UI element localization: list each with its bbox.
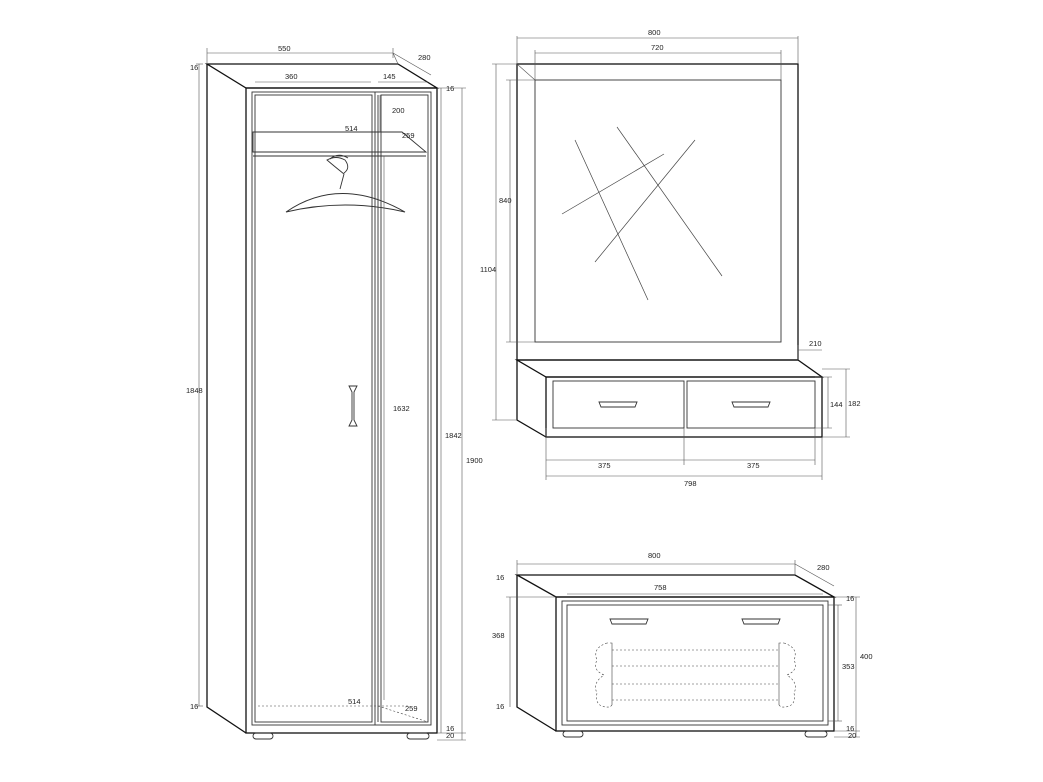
wardrobe-side-width-dim: 145 [383, 72, 396, 81]
wardrobe-door-height-dim: 1842 [445, 431, 462, 440]
wardrobe-depth-dim: 280 [418, 53, 431, 62]
wardrobe-front-frame [245, 87, 438, 734]
mirror-reflection-lines [561, 126, 723, 301]
coat-hanger-icon [285, 154, 406, 213]
shoe-cabinet-right-bottom-dim: 16 [846, 724, 854, 733]
wardrobe-bottom-thickness-dim: 16 [190, 702, 198, 711]
shoe-cabinet-width-dim: 800 [648, 551, 661, 560]
drawer-left-handle-icon [598, 401, 638, 408]
mirror-shelf-depth-dim: 210 [809, 339, 822, 348]
wardrobe-foot-right [406, 732, 430, 740]
shoe-cabinet-foot-left [562, 730, 584, 738]
wardrobe-plinth-dim: 20 [446, 731, 454, 740]
wardrobe-width-dim: 550 [278, 44, 291, 53]
shoe-cabinet-side-height-dim: 368 [492, 631, 505, 640]
wardrobe-shelf-width-dim: 514 [345, 124, 358, 133]
mirror-shelf-top [514, 359, 825, 378]
wardrobe-foot-left [252, 732, 274, 740]
wardrobe-upper-gap-dim: 200 [392, 106, 405, 115]
wardrobe-drawing: 550 280 16 360 145 16 200 514 259 1848 1… [186, 44, 483, 741]
drawer-left [552, 380, 685, 429]
shoe-cabinet-depth-dim: 280 [817, 563, 830, 572]
shoe-cabinet-top-dim: 16 [496, 573, 504, 582]
shoe-cabinet-door [561, 600, 829, 726]
shoe-door-right-handle-icon [741, 618, 781, 625]
drawer-left-width-dim: 375 [598, 461, 611, 470]
shoe-cabinet-right-top-dim: 16 [846, 594, 854, 603]
shoe-door-left-handle-icon [609, 618, 649, 625]
wardrobe-door-handle-icon [348, 385, 358, 427]
wardrobe-top-face [204, 63, 440, 89]
mirror-unit-width-dim: 800 [648, 28, 661, 37]
wardrobe-inner-frame [251, 91, 432, 726]
mirror-unit-height-dim: 1104 [480, 265, 496, 274]
wardrobe-right-bottom-dim: 16 [446, 724, 454, 733]
wardrobe-top-thickness-dim: 16 [190, 63, 198, 72]
wardrobe-door [254, 94, 373, 723]
wardrobe-bottom-shelf-width-dim: 514 [348, 697, 361, 706]
shoe-cabinet-plinth-dim: 20 [848, 731, 856, 740]
wardrobe-hanging-width-dim: 360 [285, 72, 298, 81]
drawer-right [686, 380, 816, 429]
shoe-cabinet-foot-right [804, 730, 828, 738]
wardrobe-right-top-dim: 16 [446, 84, 454, 93]
wardrobe-top-shelf [252, 131, 428, 153]
wardrobe-right-column [380, 94, 429, 723]
wardrobe-total-height-dim: 1900 [466, 456, 483, 465]
shoe-cabinet-front [555, 596, 835, 732]
shoe-cabinet-total-height-dim: 400 [860, 652, 873, 661]
drawer-right-width-dim: 375 [747, 461, 760, 470]
wardrobe-side-height-dim: 1848 [186, 386, 203, 395]
mirror-height-dim: 840 [499, 196, 512, 205]
drawer-height-dim: 144 [830, 400, 843, 409]
shoe-door-height-dim: 353 [842, 662, 855, 671]
mirror-glass-border [534, 79, 782, 343]
wardrobe-side-face [206, 64, 247, 734]
drawer-box-width-dim: 798 [684, 479, 697, 488]
shoe-cabinet-drawing: 800 280 16 758 16 368 353 400 16 16 20 [492, 551, 873, 740]
shoe-door-width-dim: 758 [654, 583, 667, 592]
wardrobe-shelf-depth-dim: 259 [402, 131, 415, 140]
wardrobe-bottom-shelf-depth-dim: 259 [405, 704, 418, 713]
mirror-unit-drawing: 800 720 840 1104 210 144 182 375 375 798 [480, 28, 861, 488]
shoe-cabinet-bottom-dim: 16 [496, 702, 504, 711]
shoe-rack-icon [595, 642, 796, 708]
drawer-box-height-dim: 182 [848, 399, 861, 408]
drawer-right-handle-icon [731, 401, 771, 408]
mirror-frame [516, 63, 799, 361]
mirror-width-dim: 720 [651, 43, 664, 52]
wardrobe-inner-height-dim: 1632 [393, 404, 410, 413]
